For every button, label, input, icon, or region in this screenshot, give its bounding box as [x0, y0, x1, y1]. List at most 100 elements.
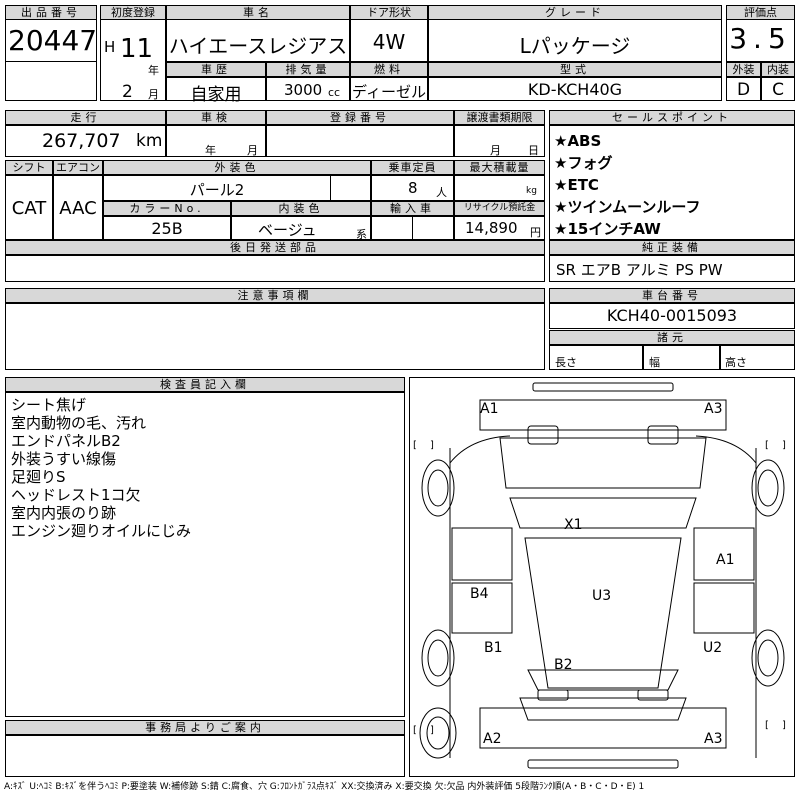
sales-points-label: セールスポイント: [549, 110, 795, 125]
svg-text:]: ]: [782, 440, 786, 451]
chassis-label: 車台番号: [549, 288, 795, 303]
inspector-line: ヘッドレスト1コ欠: [11, 486, 141, 504]
reg-year: 11: [120, 34, 154, 64]
damage-mark-x1-roof: X1: [564, 517, 583, 533]
dims-height-box: [720, 345, 795, 370]
history-label: 車歴: [166, 62, 266, 77]
model-label: 型式: [428, 62, 722, 77]
mileage-value: 267,707: [42, 130, 121, 152]
insp-year-unit: 年: [205, 144, 216, 157]
svg-text:]: ]: [430, 440, 434, 451]
inspector-line: 室内内張のり跡: [11, 504, 117, 522]
disp-label: 排気量: [266, 62, 350, 77]
grade-label: グレード: [428, 5, 722, 20]
inspection-label: 車検: [166, 110, 266, 125]
first-reg-label: 初度登録: [100, 5, 166, 20]
sales-points-box: ★ABS ★フォグ ★ETC ★ツインムーンルーフ ★15インチAW: [549, 125, 795, 240]
inspector-line: エンジン廻りオイルにじみ: [11, 522, 192, 540]
fuel-label: 燃料: [350, 62, 428, 77]
damage-mark-b1-left-rear: B1: [484, 640, 503, 656]
dims-length-box: [549, 345, 643, 370]
dims-label: 諸元: [549, 330, 795, 345]
damage-mark-a3-bottom-right: A3: [704, 731, 723, 747]
car-diagram: [] [] [] [] A1 A3 X1 A1 B4 U3 B1 U2 B2 A…: [409, 377, 795, 777]
lot-label: 出品番号: [5, 5, 97, 20]
seats-unit: 人: [436, 186, 447, 199]
int-value: C: [772, 80, 784, 100]
equipment-box: [549, 255, 795, 282]
color-no-value: 25B: [151, 219, 183, 238]
int-color-box: [231, 216, 371, 240]
after-parts-label: 後日発送部品: [5, 240, 545, 255]
dims-width-box: [643, 345, 720, 370]
shift-label: シフト: [5, 160, 53, 175]
door-label: ドア形状: [350, 5, 428, 20]
shift-value: CAT: [11, 198, 47, 219]
damage-mark-a1-top-left: A1: [480, 401, 499, 417]
sales-point-item: ★ツインムーンルーフ: [554, 198, 701, 216]
transfer-box: [454, 125, 545, 157]
sales-point-item: ★フォグ: [554, 154, 613, 172]
name-label: 車名: [166, 5, 350, 20]
chassis-box: [549, 303, 795, 329]
seats-value: 8: [408, 179, 418, 197]
after-parts-box: [5, 255, 545, 282]
damage-mark-b4-left-door: B4: [470, 586, 489, 602]
year-unit: 年: [148, 64, 159, 77]
int-color-label: 内装色: [231, 201, 371, 216]
svg-text:[: [: [413, 440, 417, 451]
recycle-label: リサイクル預託金: [454, 201, 545, 216]
recycle-value: 14,890: [465, 219, 518, 237]
transfer-month-unit: 月: [490, 144, 501, 157]
shift-box: [5, 175, 53, 240]
history-box: [166, 77, 266, 101]
transfer-label: 譲渡書類期限: [454, 110, 545, 125]
inspector-line: 室内動物の毛、汚れ: [11, 414, 147, 432]
ext-value: D: [736, 80, 751, 100]
lot-number: 20447: [8, 24, 98, 57]
ac-label: エアコン: [53, 160, 103, 175]
import-label: 輸入車: [371, 201, 454, 216]
damage-mark-a3-top-right: A3: [704, 401, 723, 417]
color-no-box: [103, 216, 231, 240]
transfer-day-unit: 日: [528, 144, 539, 157]
ac-box: [53, 175, 103, 240]
load-unit: kg: [526, 186, 537, 196]
sales-point-item: ★ABS: [554, 132, 602, 150]
equipment-value: SR エアB アルミ PS PW: [556, 261, 723, 279]
damage-mark-u2-right-rear: U2: [703, 640, 723, 656]
disp-box: [266, 77, 350, 101]
office-label: 事務局よりご案内: [5, 720, 405, 735]
inspector-line: 足廻りS: [11, 468, 66, 486]
damage-mark-a1-right-door: A1: [716, 552, 735, 568]
mileage-label: 走行: [5, 110, 166, 125]
dims-height-label: 高さ: [725, 356, 747, 369]
ext-color-sub: [330, 175, 371, 201]
mileage-unit: km: [136, 131, 163, 151]
svg-text:[: [: [765, 440, 769, 451]
recycle-box: [454, 216, 545, 240]
damage-mark-u3-center: U3: [592, 588, 612, 604]
inspection-box: [166, 125, 266, 157]
ext-label: 外装: [726, 62, 761, 77]
model-value: KD-KCH40G: [527, 80, 623, 99]
fuel-box: [350, 77, 428, 101]
era: H: [104, 38, 116, 56]
damage-mark-b2-rear: B2: [554, 657, 573, 673]
sales-point-item: ★ETC: [554, 176, 599, 194]
ext-color-label: 外装色: [103, 160, 371, 175]
svg-text:[: [: [765, 720, 769, 731]
score-label: 評価点: [726, 5, 795, 20]
disp-unit: cc: [328, 86, 341, 99]
office-box: [5, 735, 405, 777]
car-name: ハイエースレジアス: [168, 34, 348, 58]
dims-width-label: 幅: [649, 356, 660, 369]
plate-box: [266, 125, 454, 157]
plate-label: 登録番号: [266, 110, 454, 125]
inspector-line: シート焦げ: [11, 396, 87, 414]
seats-label: 乗車定員: [371, 160, 454, 175]
model-box: [428, 77, 722, 101]
ext-color-value: パール2: [189, 181, 245, 199]
dims-length-label: 長さ: [555, 356, 577, 369]
score-value: 3.5: [729, 22, 792, 55]
